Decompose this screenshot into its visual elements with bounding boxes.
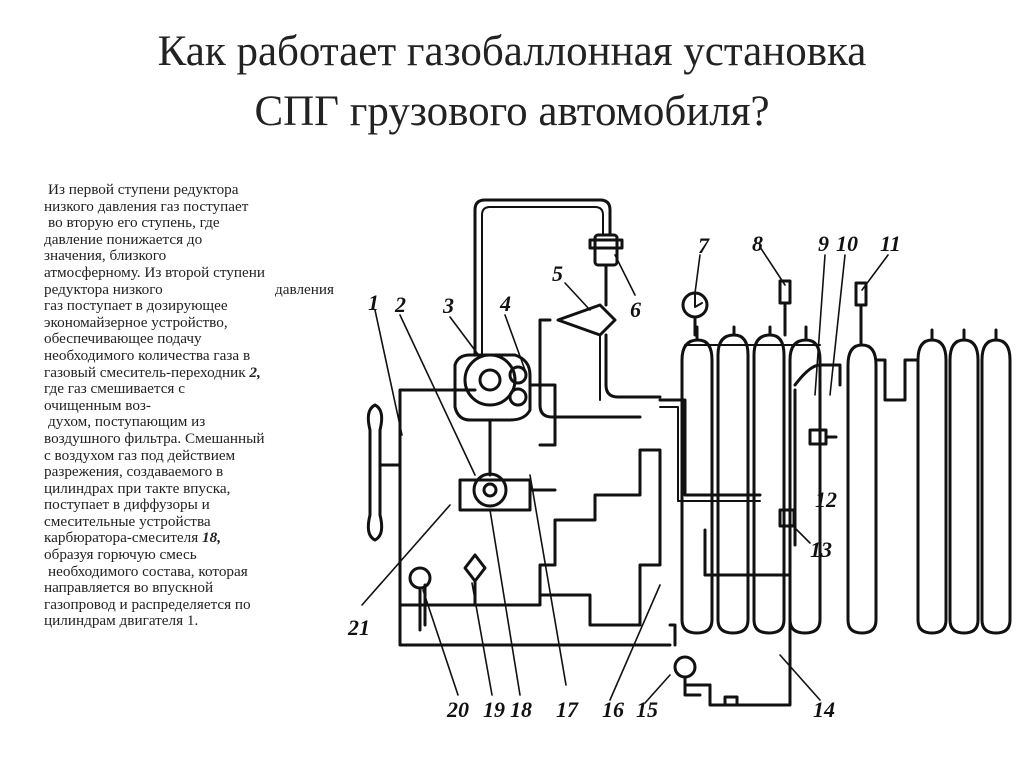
reducer-3 <box>463 353 517 407</box>
label-11: 11 <box>880 231 901 256</box>
text-part: газовый смеситель-переходник <box>44 363 250 381</box>
text-line: духом, поступающим из <box>48 413 206 431</box>
diagram-svg: 1 2 3 4 5 6 7 8 9 10 11 12 13 14 15 16 1… <box>347 198 1012 722</box>
label-8: 8 <box>752 231 763 256</box>
text-ref: 18, <box>202 529 221 547</box>
label-5: 5 <box>552 261 563 286</box>
text-line: газовый смеситель-переходник 2, <box>44 363 344 382</box>
label-16: 16 <box>602 697 624 722</box>
component-15 <box>673 655 697 679</box>
label-13: 13 <box>810 537 832 562</box>
text-line: значения, близкого <box>44 247 167 265</box>
title-line-1: Как работает газобаллонная установка <box>157 28 867 75</box>
gas-cylinders-right <box>846 328 1012 635</box>
text-line: смесительные устройства <box>44 512 211 530</box>
label-20: 20 <box>446 697 469 722</box>
description-text: Из первой ступени редуктора низкого давл… <box>44 181 344 630</box>
text-part: давления <box>275 280 334 298</box>
label-21: 21 <box>347 615 370 640</box>
text-line: атмосферному. Из второй ступени <box>44 263 265 281</box>
title-line-2: СПГ грузового автомобиля? <box>254 88 770 135</box>
label-15: 15 <box>636 697 658 722</box>
text-line: образуя горючую смесь <box>44 546 197 564</box>
valve-13 <box>778 508 796 528</box>
label-7: 7 <box>698 233 710 258</box>
label-9: 9 <box>818 231 829 256</box>
label-4: 4 <box>499 291 511 316</box>
text-line: разрежения, создаваемого в <box>44 463 224 481</box>
label-3: 3 <box>442 293 454 318</box>
label-2: 2 <box>394 292 406 317</box>
text-line: цилиндрах при такте впуска, <box>44 479 231 497</box>
text-line: цилиндрам двигателя 1. <box>44 612 199 630</box>
text-line: необходимого состава, которая <box>48 562 248 580</box>
fan <box>366 403 384 542</box>
engine-block <box>398 388 662 627</box>
text-line: обеспечивающее подачу <box>44 330 202 348</box>
diagram-labels: 1 2 3 4 5 6 7 8 9 10 11 12 13 14 15 16 1… <box>347 231 901 722</box>
label-1: 1 <box>368 290 379 315</box>
pipe-top <box>473 198 612 357</box>
valve-12 <box>808 428 828 446</box>
text-line: где газ смешивается с <box>44 380 185 398</box>
text-line: газопровод и распределяется по <box>44 595 251 613</box>
label-14: 14 <box>813 697 835 722</box>
component-19 <box>463 553 487 583</box>
text-part: карбюратора-смесителя <box>44 529 203 547</box>
valve-5 <box>556 303 617 337</box>
label-10: 10 <box>836 231 858 256</box>
text-ref: 2, <box>249 363 261 381</box>
label-6: 6 <box>630 297 641 322</box>
text-line: направляется во впускной <box>44 579 214 597</box>
slide-title: Как работает газобаллонная установка СПГ… <box>0 22 1024 142</box>
component-20 <box>408 566 432 590</box>
text-line: Из первой ступени редуктора <box>48 181 239 198</box>
text-line: давление понижается до <box>44 230 203 248</box>
text-line: поступает в диффузоры и <box>44 496 210 514</box>
text-line: с воздухом газ под действием <box>44 446 236 464</box>
label-18: 18 <box>510 697 532 722</box>
text-part: редуктора низкого <box>44 280 163 298</box>
text-line: низкого давления газ поступает <box>44 197 249 215</box>
text-line: воздушного фильтра. Смешанный <box>44 429 265 447</box>
label-17: 17 <box>556 697 579 722</box>
label-19: 19 <box>483 697 505 722</box>
text-line: необходимого количества газа в <box>44 346 251 364</box>
text-line: редуктора низкого давления <box>44 280 334 299</box>
label-12: 12 <box>815 487 837 512</box>
gas-cylinders-left <box>680 325 822 635</box>
leader-lines <box>361 246 889 704</box>
text-line: во вторую его ступень, где <box>48 214 220 232</box>
gas-system-diagram: 1 2 3 4 5 6 7 8 9 10 11 12 13 14 15 16 1… <box>340 185 1024 725</box>
text-line: очищенным воз- <box>44 396 151 414</box>
text-line: карбюратора-смесителя 18, <box>44 530 344 547</box>
text-line: экономайзерное устройство, <box>44 313 228 331</box>
text-line: газ поступает в дозирующее <box>44 297 228 315</box>
